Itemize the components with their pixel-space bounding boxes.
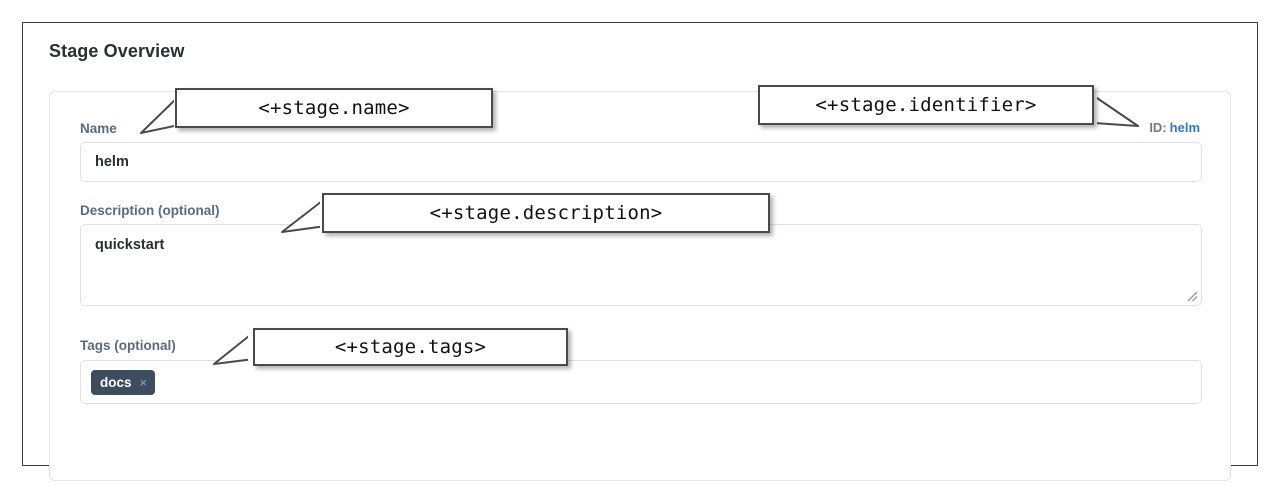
identifier-key-label: ID: xyxy=(1149,120,1167,135)
description-label: Description (optional) xyxy=(80,203,220,218)
stage-overview-card: Name ID:helm Description (optional) Tags… xyxy=(49,91,1231,481)
name-label: Name xyxy=(80,121,117,136)
tags-label: Tags (optional) xyxy=(80,338,176,353)
tag-remove-icon[interactable]: × xyxy=(139,374,148,390)
tag-chip[interactable]: docs × xyxy=(91,369,156,395)
callout-stage-tags: <+stage.tags> xyxy=(253,328,568,366)
description-field-group: Description (optional) xyxy=(80,202,220,220)
tag-chip-label: docs xyxy=(100,374,132,390)
identifier-value-link[interactable]: helm xyxy=(1169,120,1200,135)
stage-identifier-display: ID:helm xyxy=(1149,120,1200,136)
callout-stage-description: <+stage.description> xyxy=(322,193,770,233)
callout-stage-name: <+stage.name> xyxy=(175,88,493,128)
callout-stage-identifier: <+stage.identifier> xyxy=(758,85,1094,125)
tags-input[interactable]: docs × xyxy=(80,360,1202,404)
tags-input-wrap: docs × xyxy=(80,360,1202,404)
tags-field-group: Tags (optional) xyxy=(80,337,176,355)
name-field-group: Name xyxy=(80,120,117,138)
page-title: Stage Overview xyxy=(49,41,185,61)
name-input[interactable] xyxy=(80,142,1202,182)
description-input-wrap xyxy=(80,224,1202,306)
description-textarea[interactable] xyxy=(80,224,1202,306)
name-input-wrap xyxy=(80,142,1202,182)
